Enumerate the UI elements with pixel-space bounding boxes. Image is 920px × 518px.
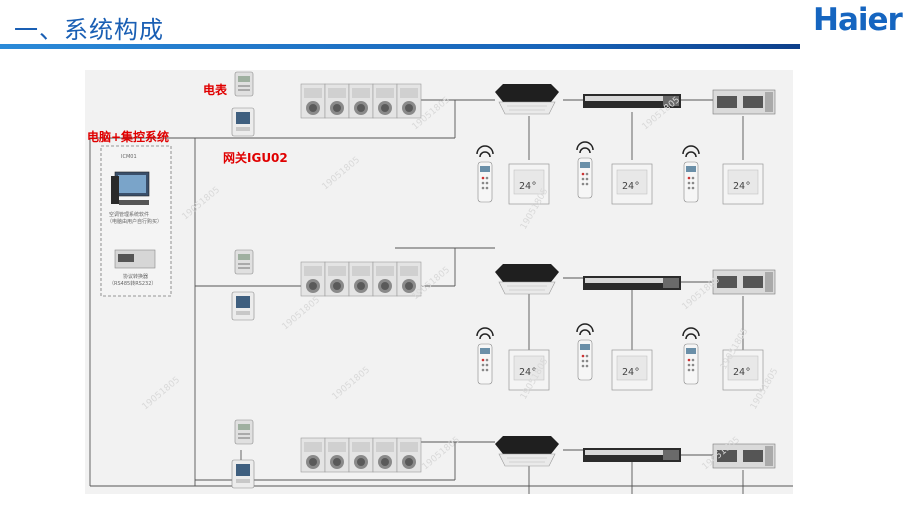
- remote-control-icon: [576, 323, 594, 381]
- thermostat-temp: 24°: [622, 367, 640, 378]
- watermark: 19051805: [421, 435, 463, 472]
- cassette-indoor-unit-icon: [494, 263, 560, 295]
- outdoor-unit-icon: [372, 83, 398, 119]
- remote-control-icon: [476, 145, 494, 203]
- outdoor-unit-icon: [396, 83, 422, 119]
- computer-icon: [111, 171, 150, 205]
- haier-logo: Haier: [813, 2, 903, 38]
- outdoor-unit-icon: [324, 437, 350, 473]
- electric-meter-icon: [234, 249, 254, 275]
- outdoor-unit-icon: [300, 83, 326, 119]
- row-2: 24° 24° 24°: [231, 249, 776, 391]
- watermark: 19051805: [141, 375, 183, 412]
- outdoor-unit-icon: [348, 83, 374, 119]
- gateway-label: 网关IGU02: [223, 150, 288, 165]
- outdoor-unit-icon: [372, 437, 398, 473]
- outdoor-unit-icon: [396, 437, 422, 473]
- gateway-icon: [231, 291, 255, 321]
- meter-label: 电表: [203, 82, 228, 97]
- duct-indoor-unit-icon: [583, 448, 681, 462]
- outdoor-unit-icon: [300, 437, 326, 473]
- pc-system-label: 电脑+集控系统: [87, 129, 169, 144]
- protocol-converter-icon: [114, 249, 156, 269]
- remote-control-icon: [682, 327, 700, 385]
- thermostat-temp: 24°: [519, 367, 537, 378]
- converter-label-1: 协议转换器: [123, 273, 148, 280]
- wiring: [89, 99, 793, 494]
- outdoor-unit-icon: [324, 83, 350, 119]
- thermostat-temp: 24°: [519, 181, 537, 192]
- watermark: 19051805: [331, 365, 373, 402]
- thermostat-temp: 24°: [733, 181, 751, 192]
- watermark: 19051805: [321, 155, 363, 192]
- ducted-indoor-unit-icon: [712, 269, 776, 295]
- software-label-2: （电脑由用户自行购买）: [107, 218, 162, 225]
- duct-indoor-unit-icon: [583, 276, 681, 290]
- outdoor-unit-icon: [300, 261, 326, 297]
- electric-meter-icon: [234, 419, 254, 445]
- page-title: 一、系统构成: [14, 16, 164, 44]
- electric-meter-icon: [234, 71, 254, 97]
- cassette-indoor-unit-icon: [494, 435, 560, 467]
- thermostat-temp: 24°: [733, 367, 751, 378]
- converter-label-2: （RS485转RS232）: [109, 280, 156, 287]
- row-3: [231, 419, 776, 489]
- ducted-indoor-unit-icon: [712, 89, 776, 115]
- pc-control-box: ICM01 空调管理系统软件 （电脑由用户自行购买） 协议转换器 （RS485转…: [100, 145, 172, 297]
- row-1: 24° 24° 24°: [231, 71, 776, 205]
- outdoor-unit-icon: [324, 261, 350, 297]
- remote-control-icon: [682, 145, 700, 203]
- pc-box-id: ICM01: [121, 154, 137, 160]
- software-label-1: 空调管理系统软件: [109, 211, 149, 218]
- watermark: 19051805: [181, 185, 223, 222]
- system-diagram: ICM01 空调管理系统软件 （电脑由用户自行购买） 协议转换器 （RS485转…: [85, 70, 793, 494]
- gateway-icon: [231, 459, 255, 489]
- remote-control-icon: [576, 141, 594, 199]
- title-underline-bar: [0, 44, 800, 49]
- outdoor-unit-icon: [372, 261, 398, 297]
- thermostat-temp: 24°: [622, 181, 640, 192]
- watermark: 19051805: [281, 295, 323, 332]
- gateway-icon: [231, 107, 255, 137]
- remote-control-icon: [476, 327, 494, 385]
- outdoor-unit-icon: [348, 261, 374, 297]
- cassette-indoor-unit-icon: [494, 83, 560, 115]
- outdoor-unit-icon: [348, 437, 374, 473]
